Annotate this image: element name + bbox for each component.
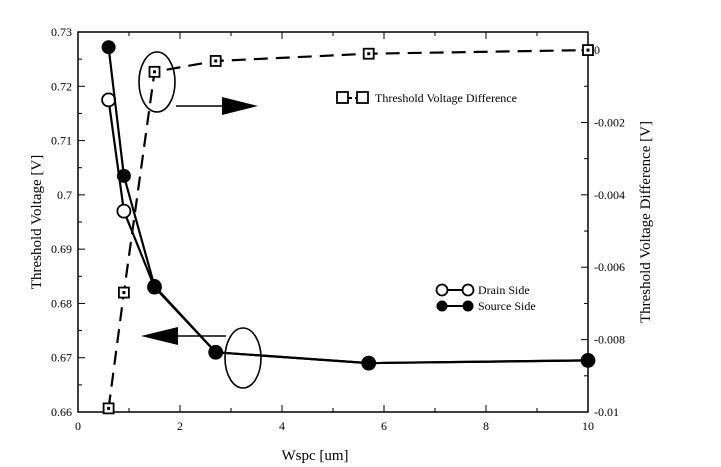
legend-label-side: Drain Side [478,283,530,297]
series-line [107,47,589,365]
x-tick-label: 10 [582,419,594,433]
y2-axis-label: Threshold Voltage Difference [V] [638,121,654,323]
legend-marker-difference-2 [356,91,369,104]
data-point-filled-circle [101,40,116,55]
x-tick-label: 4 [279,419,285,433]
y2-tick-label: 0 [594,43,600,57]
y2-tick-label: -0.01 [594,405,619,419]
data-series [101,40,596,415]
data-point-square-center [153,70,156,74]
y-tick-label: 0.66 [51,405,72,419]
y-tick-label: 0.67 [51,351,72,365]
series-line [107,99,589,365]
annotations [138,51,262,389]
legend-marker-filled-circle [436,300,448,312]
legend-marker-filled-circle [462,300,474,312]
data-point-square-center [122,291,126,295]
legend-marker-open-circle [435,283,449,297]
data-point-square-center [214,59,218,63]
legend-marker-difference [336,91,349,104]
y2-tick-label: -0.008 [594,333,625,347]
x-tick-label: 2 [177,419,183,433]
data-point-square-center [107,406,111,410]
data-point-open-circle [116,203,132,219]
data-point-filled-circle [581,353,595,368]
data-point-open-circle [101,92,116,108]
legend-box-difference [333,87,556,110]
legend-marker-open-circle [461,283,475,297]
annotation-arrow-left-head [141,327,178,345]
y-axis-label: Threshold Voltage [V] [29,155,45,289]
data-point-filled-circle [116,168,131,183]
legend-box-sides [433,282,553,318]
y-tick-label: 0.69 [51,242,72,256]
x-tick-label: 8 [483,419,489,433]
legend-label-difference: Threshold Voltage Difference [375,91,517,105]
y-tick-label: 0.68 [51,296,72,310]
y-tick-label: 0.71 [51,134,72,148]
y-tick-label: 0.73 [51,25,72,39]
x-axis-label: Wspc [um] [281,448,348,464]
axis-ticks: 0 2 4 6 8 10 0.66 0.67 0.68 0.69 0.7 0.71 0.72 0.73 0 -… [51,25,625,433]
y2-tick-label: -0.006 [594,260,625,274]
data-point-square-center [586,48,590,52]
y2-tick-label: -0.002 [594,115,625,129]
data-point-filled-circle [147,279,162,294]
x-tick-label: 6 [381,419,387,433]
y2-tick-label: -0.004 [594,188,625,202]
annotation-arrow-right-head [222,97,258,115]
annotation-ellipse-threshold [224,327,262,389]
annotation-ellipse-difference [138,51,176,113]
data-point-square-center [367,52,371,56]
data-point-filled-circle [208,345,223,360]
x-tick-label: 0 [75,419,81,433]
series-line [107,49,589,409]
data-point-filled-circle [361,356,376,371]
y-tick-label: 0.7 [57,188,72,202]
y-tick-label: 0.72 [51,79,72,93]
legend-label-side: Source Side [478,299,536,313]
